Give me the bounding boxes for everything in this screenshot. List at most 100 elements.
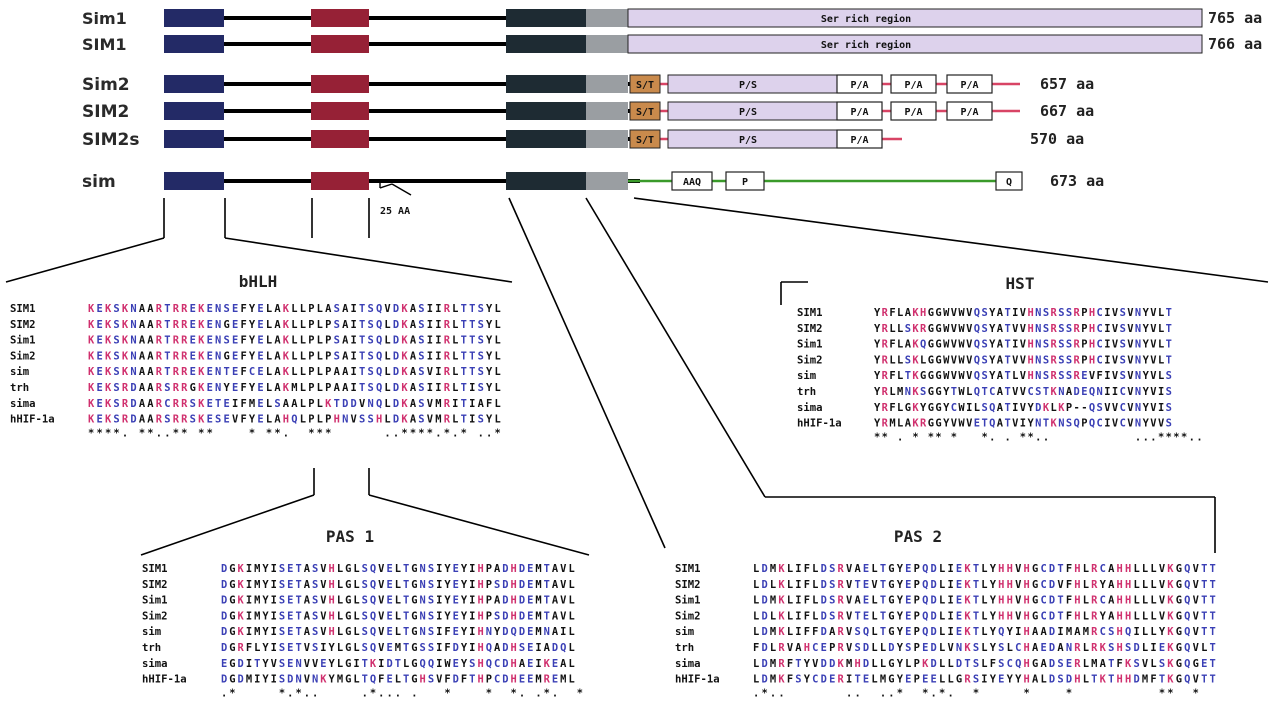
bhlh-domain (164, 172, 224, 190)
sequence: YRLLSKLGGWVWVQSYATVVHNSRSSRPHCIVSVNYVLT (874, 354, 1172, 366)
seq-label: trh (142, 642, 161, 654)
pa-box (946, 101, 993, 121)
ser-rich-region (627, 8, 1203, 28)
seq-label: SIM2 (797, 323, 823, 335)
pa-box (836, 129, 883, 149)
seq-label: SIM1 (675, 563, 701, 575)
pas1-domain (311, 130, 369, 148)
seq-label: Sim1 (142, 595, 168, 607)
seq-label: hHIF-1a (10, 414, 55, 426)
motif-box (671, 171, 713, 191)
pac-domain (586, 172, 628, 190)
seq-label: SIM2 (675, 579, 701, 591)
length-label: 673 aa (1050, 172, 1104, 190)
motif-box (995, 171, 1023, 191)
length-label: 667 aa (1040, 102, 1094, 120)
pas2-domain (506, 75, 586, 93)
sequence: YRLLSKRGGWVWVQSYATVVHNSRSSRPHCIVSVNYVLT (874, 323, 1172, 335)
protein-name: SIM2s (82, 130, 139, 150)
connector-lines (5, 180, 1269, 556)
seq-label: sima (797, 402, 823, 414)
box-label: Q (1006, 177, 1012, 188)
bhlh-domain (164, 9, 224, 27)
sequence: YRLMNKSGGYTWLQTCATVVCSTKNADEQNIICVNYVIS (874, 386, 1172, 398)
seq-label: Sim1 (10, 335, 36, 347)
sequence: YRFLAKQGGWVWVQSYATIVHNSRSSRPHCIVSVNYVLT (874, 339, 1172, 351)
sequence: YRFLAKHGGWVWVQSYATIVHNSRSSRPHCIVSVNYVLT (874, 307, 1172, 319)
seq-label: hHIF-1a (675, 674, 720, 686)
length-label: 766 aa (1208, 35, 1262, 53)
seq-label: sima (675, 658, 701, 670)
seq-label: sim (142, 626, 161, 638)
seq-label: sim (10, 366, 29, 378)
box-label: P/A (960, 107, 978, 118)
pas1-domain (311, 75, 369, 93)
protein-name: SIM1 (82, 35, 127, 54)
seq-label: Sim1 (675, 595, 701, 607)
box-label: AAQ (683, 177, 701, 188)
box-label: S/T (636, 135, 654, 146)
seq-label: hHIF-1a (797, 418, 842, 430)
pa-box (890, 101, 937, 121)
consensus-line: .**.*...*....***..*.* (221, 687, 583, 699)
bhlh-domain (164, 102, 224, 120)
consensus-line: .*......**.*.****** (753, 687, 1199, 699)
box-label: P/S (739, 107, 757, 118)
scale-label: 25 AA (380, 206, 410, 217)
region-label: Ser rich region (821, 13, 911, 25)
seq-label: Sim2 (142, 610, 168, 622)
ser-rich-region (627, 34, 1203, 54)
protein-name: SIM2 (82, 102, 129, 122)
pas2-domain (506, 35, 586, 53)
box-label: P/A (850, 80, 868, 91)
seq-label: sima (10, 398, 36, 410)
protein-name: sim (82, 172, 116, 192)
pac-domain (586, 130, 628, 148)
pac-domain (586, 102, 628, 120)
pas2-domain (506, 9, 586, 27)
sequence: YRFLTKGGGWVWVQSYATLVHNSRSSREVFIVSVNYVLS (874, 370, 1172, 382)
box-label: P/A (960, 80, 978, 91)
sequence: YRFLGKYGGYCWILSQATIVYDKLKP--QSVVCVNYVIS (874, 402, 1172, 414)
pac-domain (586, 35, 628, 53)
pas1-domain (311, 102, 369, 120)
seq-label: SIM2 (10, 319, 36, 331)
bhlh-domain (164, 35, 224, 53)
seq-label: Sim2 (675, 610, 701, 622)
pas2-domain (506, 102, 586, 120)
seq-label: sim (797, 370, 816, 382)
pac-domain (586, 9, 628, 27)
consensus-line: ****.**..*******.***..****.*.*..* (88, 427, 501, 439)
seq-label: Sim2 (797, 354, 823, 366)
box-label: P/A (904, 107, 922, 118)
box-label: P/A (850, 135, 868, 146)
protein-name: Sim2 (82, 75, 130, 95)
length-label: 570 aa (1030, 130, 1084, 148)
seq-label: trh (675, 642, 694, 654)
panel-title: PAS 2 (894, 527, 942, 546)
